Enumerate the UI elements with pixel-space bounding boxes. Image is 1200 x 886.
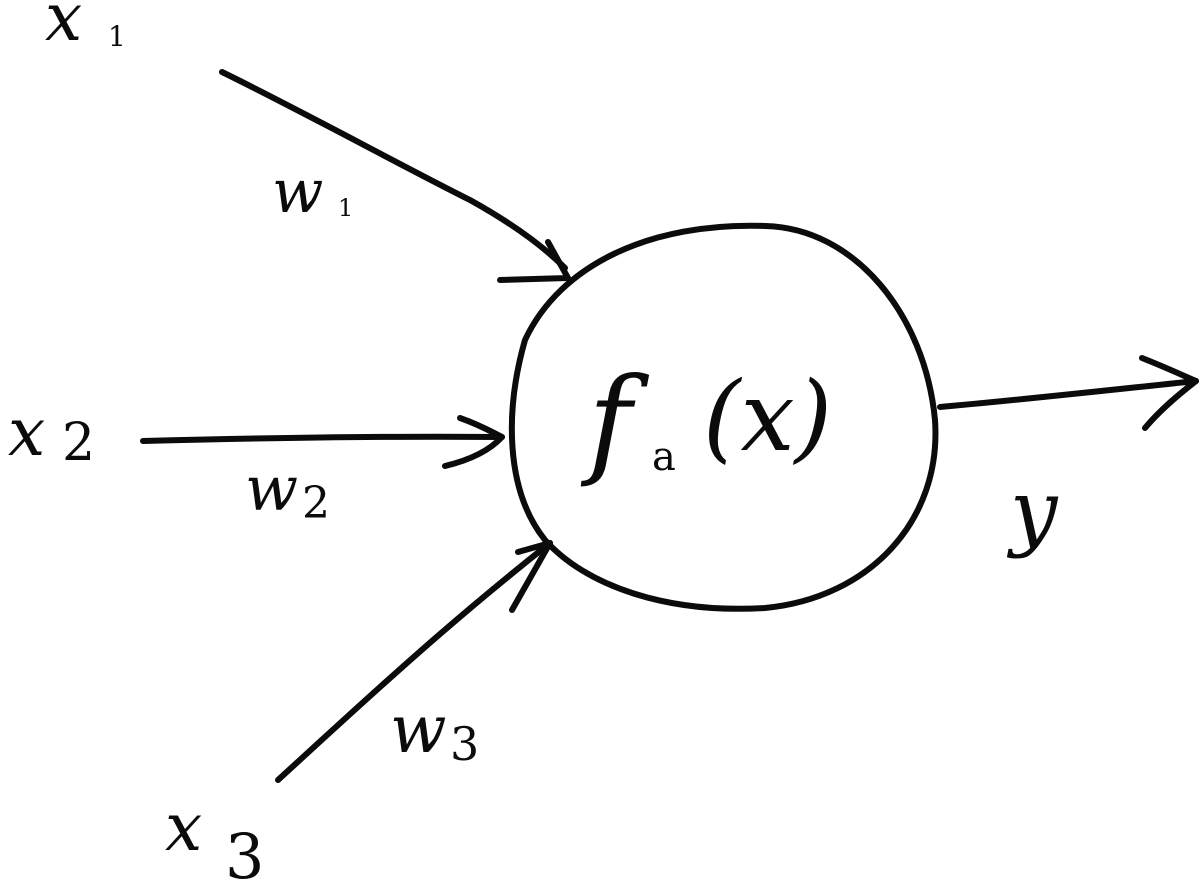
weight-3-index: 3 bbox=[450, 717, 479, 771]
edge-1 bbox=[219, 69, 568, 271]
input-2-index: 2 bbox=[62, 413, 95, 473]
activation-function-argument: (x) bbox=[703, 361, 832, 473]
input-1-index: 1 bbox=[108, 20, 126, 53]
activation-function: f a (x) bbox=[580, 352, 832, 490]
edge-1-arrowhead bbox=[497, 239, 571, 283]
weight-2-index: 2 bbox=[302, 478, 330, 529]
output-arrowhead bbox=[1139, 355, 1199, 431]
input-3: x 3 bbox=[165, 789, 264, 886]
edge-2 bbox=[140, 433, 505, 444]
edge-2-arrowhead bbox=[442, 415, 505, 469]
input-3-symbol: x bbox=[165, 789, 202, 866]
input-2: x 2 bbox=[8, 394, 95, 473]
edge-3 bbox=[275, 540, 553, 783]
weight-1: w 1 bbox=[272, 157, 353, 227]
weight-3: w 3 bbox=[390, 691, 479, 771]
weight-1-index: 1 bbox=[338, 194, 353, 222]
input-1-symbol: x bbox=[45, 0, 82, 56]
weight-3-symbol: w bbox=[390, 691, 447, 768]
neuron-node-circle bbox=[508, 222, 939, 612]
output-edge bbox=[937, 378, 1199, 410]
output-label: y bbox=[1006, 462, 1059, 560]
input-3-index: 3 bbox=[225, 820, 264, 886]
input-2-symbol: x bbox=[8, 394, 45, 471]
activation-function-symbol: f bbox=[580, 352, 650, 490]
weight-2: w 2 bbox=[245, 452, 330, 529]
activation-function-subscript: a bbox=[652, 434, 676, 480]
weight-2-symbol: w bbox=[245, 452, 298, 525]
edge-3-arrowhead bbox=[509, 540, 553, 613]
weight-1-symbol: w bbox=[272, 157, 323, 227]
input-1: x 1 bbox=[45, 0, 126, 56]
